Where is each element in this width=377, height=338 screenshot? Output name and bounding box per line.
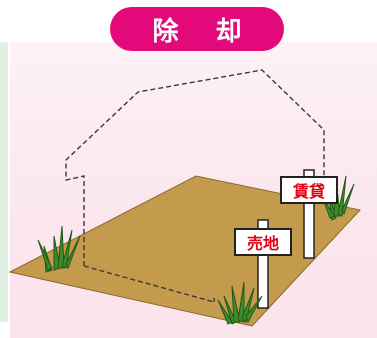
rent-sign-label: 賃貸 [292, 182, 325, 201]
rent-sign: 賃貸 [280, 176, 338, 204]
left-accent-band [0, 42, 8, 322]
sale-sign-label: 売地 [246, 234, 279, 253]
grass-tuft-left [37, 225, 81, 273]
grass-tuft-bottom [217, 281, 263, 325]
sale-sign: 売地 [234, 228, 292, 256]
rent-sign-post [303, 199, 315, 259]
badge-label: 除 却 [152, 16, 256, 47]
demolition-badge: 除 却 [110, 7, 284, 51]
ground-plot [8, 175, 361, 327]
demolished-house-outline [65, 69, 325, 303]
